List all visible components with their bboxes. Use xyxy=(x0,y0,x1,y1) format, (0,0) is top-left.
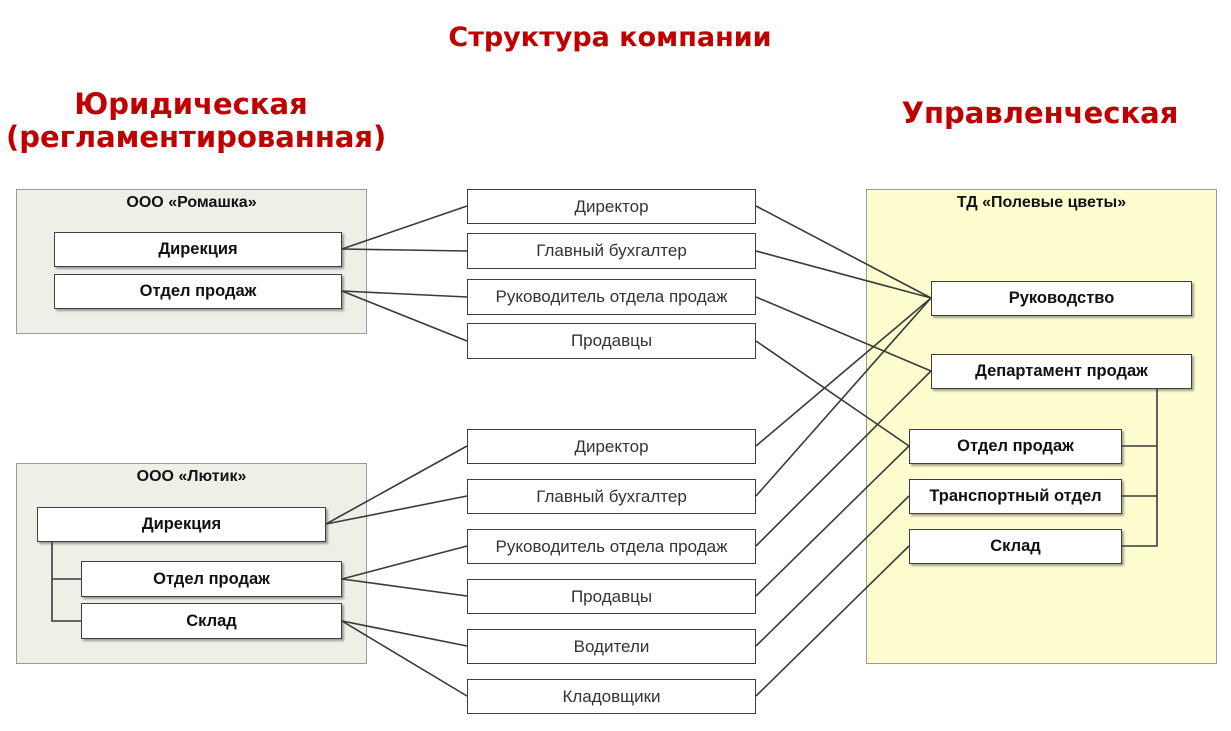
unit-box-sales-department: Департамент продаж xyxy=(931,354,1192,389)
legal-structure-heading: Юридическая (регламентированная) xyxy=(6,87,386,154)
unit-box-direction-lyutik: Дирекция xyxy=(37,507,326,542)
unit-box-sales-lyutik: Отдел продаж xyxy=(81,561,342,597)
role-box-sales-head-2: Руководитель отдела продаж xyxy=(467,529,756,564)
role-box-chief-accountant-2: Главный бухгалтер xyxy=(467,479,756,514)
management-structure-heading: Управленческая xyxy=(901,96,1179,130)
unit-box-sales-division: Отдел продаж xyxy=(909,429,1122,464)
legal-heading-line1: Юридическая xyxy=(74,87,308,121)
unit-box-warehouse-lyutik: Склад xyxy=(81,603,342,639)
group-title: ООО «Лютик» xyxy=(136,468,247,485)
unit-box-transport-division: Транспортный отдел xyxy=(909,479,1122,514)
unit-box-sales-romashka: Отдел продаж xyxy=(54,274,342,309)
management-group-polevye-tsvety: ТД «Полевые цветы» xyxy=(866,189,1217,664)
legal-heading-line2: (регламентированная) xyxy=(6,120,387,154)
role-box-sellers-2: Продавцы xyxy=(467,579,756,614)
role-box-sales-head-1: Руководитель отдела продаж xyxy=(467,279,756,315)
role-box-sellers-1: Продавцы xyxy=(467,323,756,359)
role-box-storekeepers-2: Кладовщики xyxy=(467,679,756,714)
role-box-chief-accountant-1: Главный бухгалтер xyxy=(467,233,756,269)
role-box-director-2: Директор xyxy=(467,429,756,464)
unit-box-leadership: Руководство xyxy=(931,281,1192,316)
unit-box-direction-romashka: Дирекция xyxy=(54,232,342,267)
diagram-title: Структура компании xyxy=(448,22,772,53)
unit-box-warehouse-division: Склад xyxy=(909,529,1122,564)
role-box-drivers-2: Водители xyxy=(467,629,756,664)
group-title: ООО «Ромашка» xyxy=(126,194,257,211)
role-box-director-1: Директор xyxy=(467,189,756,224)
group-title: ТД «Полевые цветы» xyxy=(956,194,1127,211)
